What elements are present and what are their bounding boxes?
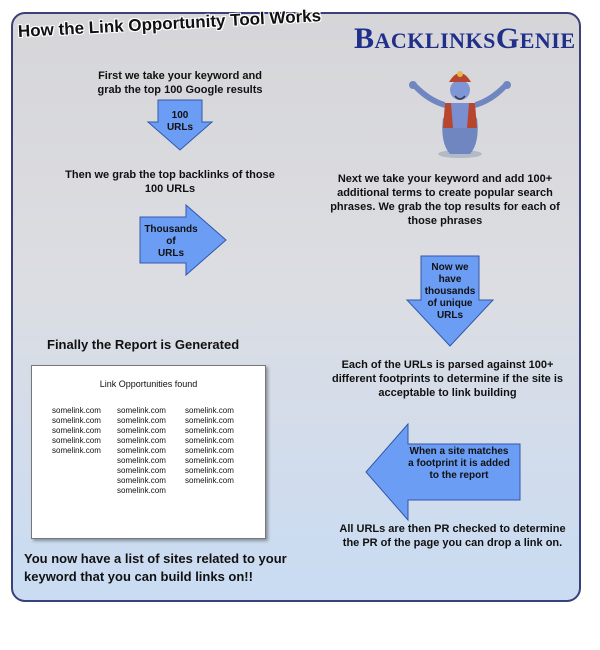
report-link: somelink.com — [52, 436, 101, 445]
report-link: somelink.com — [185, 426, 234, 435]
report-link: somelink.com — [185, 476, 234, 485]
report-link: somelink.com — [52, 406, 101, 415]
report-column-3: somelink.com somelink.com somelink.com s… — [185, 406, 234, 486]
report-link: somelink.com — [117, 466, 166, 475]
report-link: somelink.com — [185, 446, 234, 455]
report-link: somelink.com — [117, 406, 166, 415]
report-heading: Finally the Report is Generated — [47, 337, 240, 352]
report-link: somelink.com — [185, 466, 234, 475]
step4-text: Each of the URLs is parsed against 100+ … — [331, 359, 564, 399]
report-link: somelink.com — [117, 456, 166, 465]
step1-text: First we take your keyword and grab the … — [97, 70, 263, 96]
report-link: somelink.com — [117, 436, 166, 445]
report-link: somelink.com — [52, 416, 101, 425]
report-link: somelink.com — [117, 476, 166, 485]
backlinksgenie-logo: BACKLINKSGENIE — [354, 22, 576, 55]
arrow3-label: Now we have thousands of unique URLs — [424, 262, 476, 321]
report-title: Link Opportunities found — [99, 379, 198, 389]
report-link: somelink.com — [185, 436, 234, 445]
report-column-1: somelink.com somelink.com somelink.com s… — [52, 406, 101, 456]
report-link: somelink.com — [52, 426, 101, 435]
arrow1-label: 100 URLs — [166, 110, 194, 133]
arrow-left-4 — [365, 422, 521, 522]
arrow2-label: Thousands of URLs — [144, 224, 198, 259]
step2-text: Then we grab the top backlinks of those … — [65, 169, 275, 195]
report-link: somelink.com — [185, 416, 234, 425]
step3-text: Next we take your keyword and add 100+ a… — [330, 173, 560, 227]
arrow-down-1 — [146, 99, 214, 151]
report-link: somelink.com — [117, 486, 166, 495]
report-preview: Link Opportunities found somelink.com so… — [31, 365, 266, 539]
genie-illustration — [409, 71, 511, 158]
report-link: somelink.com — [185, 456, 234, 465]
report-link: somelink.com — [117, 446, 166, 455]
arrow4-label: When a site matches a footprint it is ad… — [408, 446, 510, 481]
report-link: somelink.com — [117, 426, 166, 435]
arrow-down-3 — [405, 255, 495, 347]
report-link: somelink.com — [52, 446, 101, 455]
final-message: You now have a list of sites related to … — [24, 551, 287, 584]
step5-text: All URLs are then PR checked to determin… — [339, 523, 566, 549]
report-column-2: somelink.com somelink.com somelink.com s… — [117, 406, 166, 496]
report-link: somelink.com — [117, 416, 166, 425]
report-link: somelink.com — [185, 406, 234, 415]
arrow-right-2 — [139, 203, 227, 277]
